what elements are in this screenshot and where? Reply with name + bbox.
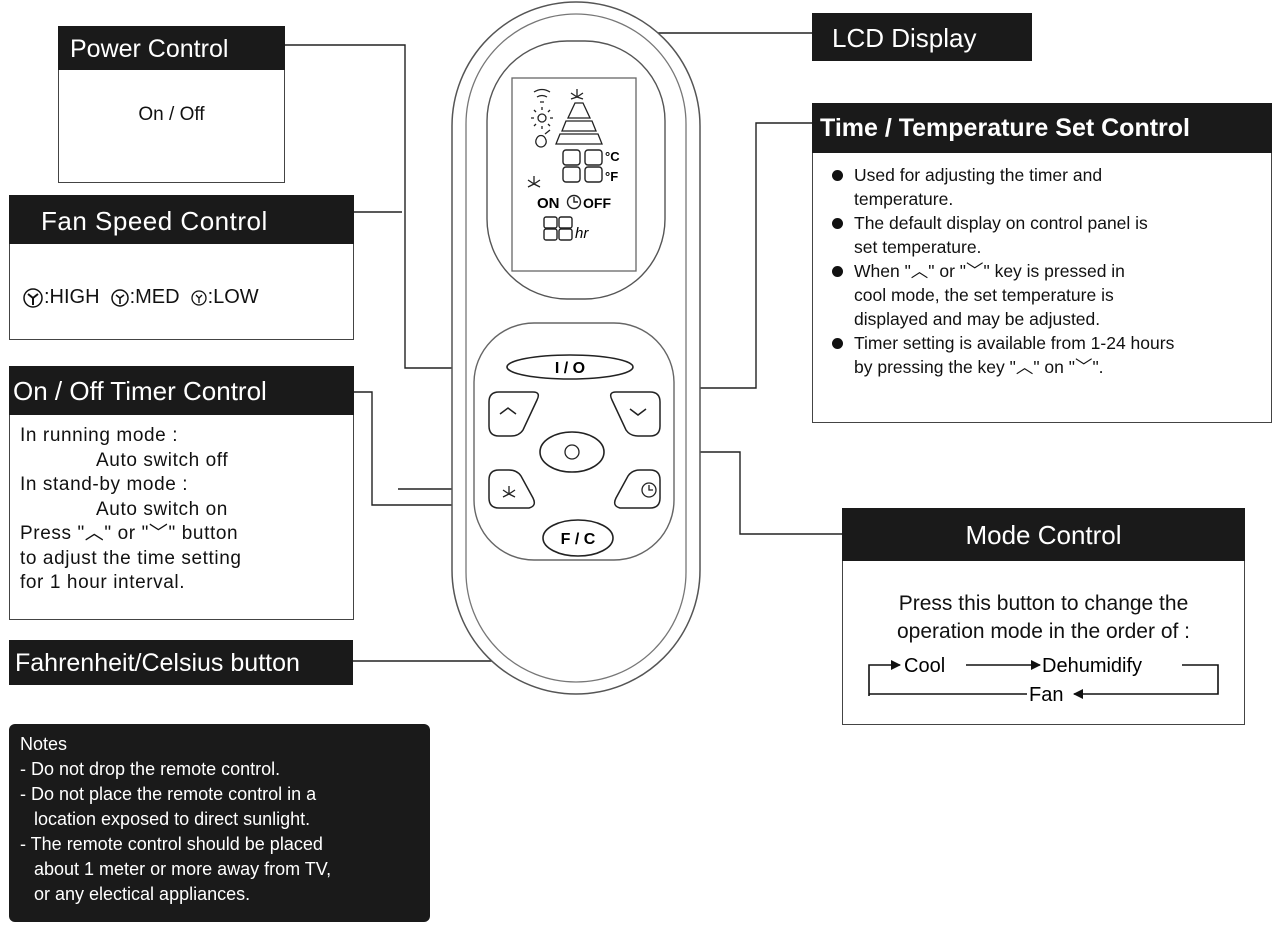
deg-f-label: °F [605,169,618,184]
timer-line-5: Press "︿" or "﹀" button [20,523,239,544]
lcd-screen [511,77,637,272]
timer-line-1: In running mode : [20,425,179,446]
lcd-off-label: OFF [583,195,611,211]
timer-button-icon [641,482,657,498]
timer-line-2: Auto switch off [96,449,229,471]
lcd-display-title: LCD Display [812,13,1032,61]
time-temp-bullet-1: Used for adjusting the timer and tempera… [828,163,1268,211]
bullet-4-line-2: by pressing the key "︿" on "﹀". [854,357,1104,377]
bullet-1-line-1: Used for adjusting the timer and [854,165,1103,185]
mode-button[interactable] [539,431,605,473]
deg-c-label: °C [605,149,620,164]
fan-button-icon [502,486,516,498]
fan-low-item: :LOW [190,286,259,309]
notes-line-1: - Do not drop the remote control. [20,759,281,779]
fan-high-icon [23,287,43,308]
notes-line-3: location exposed to direct sunlight. [34,809,311,829]
power-button[interactable]: I / O [506,354,634,380]
mode-control-line-2: operation mode in the order of : [896,620,1190,643]
notes-title: Notes [20,734,68,754]
fan-med-item: :MED [110,286,180,309]
cool-mode-icon [533,88,551,103]
fan-speed-row: :HIGH :MED :LOW [22,286,259,309]
notes-line-4: - The remote control should be placed [20,834,323,854]
notes-line-2: - Do not place the remote control in a [20,784,317,804]
power-control-title: Power Control [58,26,285,70]
down-button[interactable] [609,391,661,437]
timer-line-7: for 1 hour interval. [20,572,186,593]
fan-high-label: :HIGH [44,286,100,308]
time-temp-title: Time / Temperature Set Control [812,103,1272,153]
fc-button[interactable]: F / C [542,519,614,557]
mode-fan-label: Fan [1029,684,1063,706]
timer-line-4: Auto switch on [96,498,228,520]
fan-med-icon [110,288,129,307]
lcd-on-label: ON [537,195,560,212]
mode-control-line-1: Press this button to change the [898,592,1189,615]
fahrenheit-celsius-title: Fahrenheit/Celsius button [9,640,353,685]
bullet-4-line-1: Timer setting is available from 1-24 hou… [854,333,1175,353]
notes-box: Notes - Do not drop the remote control. … [9,724,430,922]
up-button[interactable] [488,391,540,437]
timer-control-body: In running mode : Auto switch off In sta… [20,424,242,596]
timer-control-title: On / Off Timer Control [9,366,354,415]
timer-button[interactable] [613,469,661,509]
lcd-hr-label: hr [575,225,589,242]
notes-line-5: about 1 meter or more away from TV, [34,859,332,879]
mode-cool-label: Cool [904,655,945,677]
fan-icon-left [527,176,541,188]
timer-line-6: to adjust the time setting [20,547,242,569]
bullet-2-line-2: set temperature. [854,237,982,257]
notes-line-6: or any electical appliances. [34,884,251,904]
mode-cycle-diagram: Cool Dehumidify Fan [868,655,1219,706]
mode-circle-icon [564,444,580,460]
fan-high-item: :HIGH [22,286,100,309]
fan-med-label: :MED [129,286,180,308]
time-temp-bullets: Used for adjusting the timer and tempera… [828,163,1268,379]
lcd-timer-icon [566,194,582,210]
power-control-text: On / Off [138,104,205,125]
dehumidify-icon [535,129,551,148]
bullet-1-line-2: temperature. [854,189,954,209]
fan-low-icon [190,289,207,306]
down-arrow-icon [629,408,647,416]
power-button-label: I / O [555,360,585,377]
mode-control-title: Mode Control [842,508,1245,561]
sun-icon [537,113,547,123]
timer-line-3: In stand-by mode : [20,474,189,495]
time-temp-box [812,103,1272,423]
time-temp-bullet-4: Timer setting is available from 1-24 hou… [828,331,1268,379]
bullet-3-line-1: When "︿" or "﹀" key is pressed in [854,261,1125,281]
time-temp-bullet-3: When "︿" or "﹀" key is pressed in cool m… [828,259,1268,331]
up-arrow-icon [499,407,517,415]
fan-icon-top [570,89,584,100]
bullet-2-line-1: The default display on control panel is [854,213,1148,233]
fan-low-label: :LOW [207,286,259,308]
bullet-3-line-2: cool mode, the set temperature is [854,285,1114,305]
lcd-digits-art [543,149,603,241]
mode-dehumidify-label: Dehumidify [1042,655,1142,677]
time-temp-bullet-2: The default display on control panel is … [828,211,1268,259]
fan-speed-bars [555,102,603,145]
fan-speed-title: Fan Speed Control [9,195,354,244]
fan-button[interactable] [488,469,536,509]
fc-button-label: F / C [561,531,596,548]
bullet-3-line-3: displayed and may be adjusted. [854,309,1101,329]
